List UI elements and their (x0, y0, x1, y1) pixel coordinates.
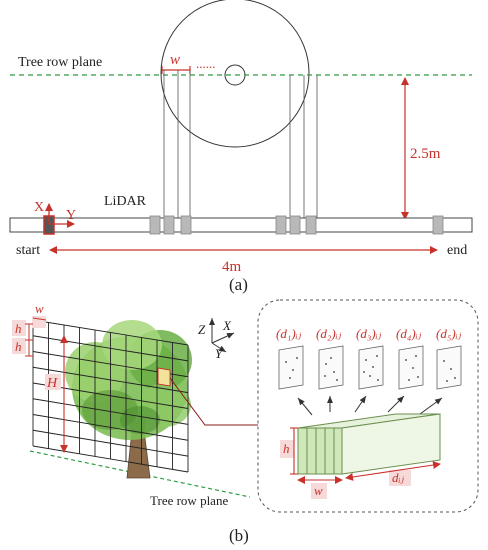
slice-arrows (297, 395, 443, 416)
grid-horizontal-line (32, 335, 189, 362)
y-axis-label: Y (66, 208, 76, 223)
w-label: w (170, 52, 180, 68)
voxel-label-3: (d₃)ᵢⱼ (356, 326, 382, 341)
length-dimension-label: 4m (222, 259, 242, 275)
rail (9, 217, 473, 233)
H-highlight (45, 374, 61, 390)
tree-row-plane-label-b: Tree row plane (150, 493, 228, 508)
start-label: start (16, 243, 40, 258)
box-w-highlight (311, 483, 327, 499)
grid-horizontal-line (32, 366, 189, 394)
voxel-label-5: (d₅)ᵢⱼ (436, 326, 462, 341)
axis-y-label: Y (215, 346, 224, 361)
detail-box (257, 299, 479, 513)
slice-5 (436, 345, 462, 390)
voxel-labels: (d₁)ᵢⱼ (d₂)ᵢⱼ (d₃)ᵢⱼ (d₄)ᵢⱼ (d₅)ᵢⱼ (276, 326, 462, 341)
lidar-sensor (305, 215, 317, 235)
grid-h-label-2: h (15, 339, 22, 354)
box-d-arrow (345, 461, 441, 481)
grid-H-label: H (46, 376, 58, 391)
lidar-label: LiDAR (104, 194, 147, 209)
tree-illustration (65, 320, 192, 479)
slice-2 (318, 345, 344, 390)
grid-horizontal-line (32, 445, 189, 473)
grid-h-label-1: h (15, 321, 22, 336)
box-w-label: w (314, 483, 323, 498)
h-highlight-1 (12, 320, 26, 336)
grid-horizontal-line (32, 414, 189, 441)
grid-horizontal-line (32, 398, 189, 425)
lidar-sensor (180, 215, 192, 235)
xyz-axes: Z X Y (198, 318, 235, 361)
point-cloud-slices (278, 345, 462, 390)
caption-a: (a) (229, 275, 248, 294)
axis-x-label: X (222, 318, 232, 333)
axis-z-label: Z (198, 322, 206, 337)
box-h-highlight (280, 440, 294, 458)
h-highlight-2 (12, 338, 26, 354)
voxel-label-4: (d₄)ᵢⱼ (396, 326, 422, 341)
box-h-label: h (283, 441, 290, 456)
box-d-label: dᵢⱼ (392, 470, 405, 485)
dots-label: ...... (196, 56, 216, 71)
lidar-sensor (163, 215, 175, 235)
projection-lines (163, 70, 318, 218)
lidar-sensor (289, 215, 301, 235)
grid-horizontal-line (32, 429, 189, 457)
slice-1 (278, 345, 304, 390)
tree-crown-circle (160, 0, 310, 148)
lidar-sensors (149, 215, 444, 235)
grid-horizontal-line (32, 319, 189, 346)
voxel-label-1: (d₁)ᵢⱼ (276, 326, 302, 341)
lidar-sensor (275, 215, 287, 235)
slice-3 (358, 345, 384, 390)
end-label: end (447, 243, 467, 258)
slice-points (285, 355, 456, 382)
lidar-sensor (149, 215, 161, 235)
detail-connector (169, 377, 258, 426)
tree-row-plane-label: Tree row plane (18, 55, 102, 70)
slice-4 (398, 345, 424, 390)
highlighted-cell (157, 367, 171, 387)
panel-a: Tree row plane w ...... 2.5m (9, 0, 473, 294)
caption-b: (b) (229, 526, 249, 545)
height-dimension-label: 2.5m (410, 146, 441, 162)
panel-b: w h h H Z X Y Tree row plane (d₁)ᵢⱼ (d₂)… (12, 299, 479, 545)
voxel-label-2: (d₂)ᵢⱼ (316, 326, 342, 341)
grid-w-label: w (35, 301, 44, 316)
x-axis-label: X (34, 200, 44, 215)
voxel-box-front (297, 427, 343, 475)
voxel-box (297, 413, 441, 475)
lidar-sensor (432, 215, 444, 235)
